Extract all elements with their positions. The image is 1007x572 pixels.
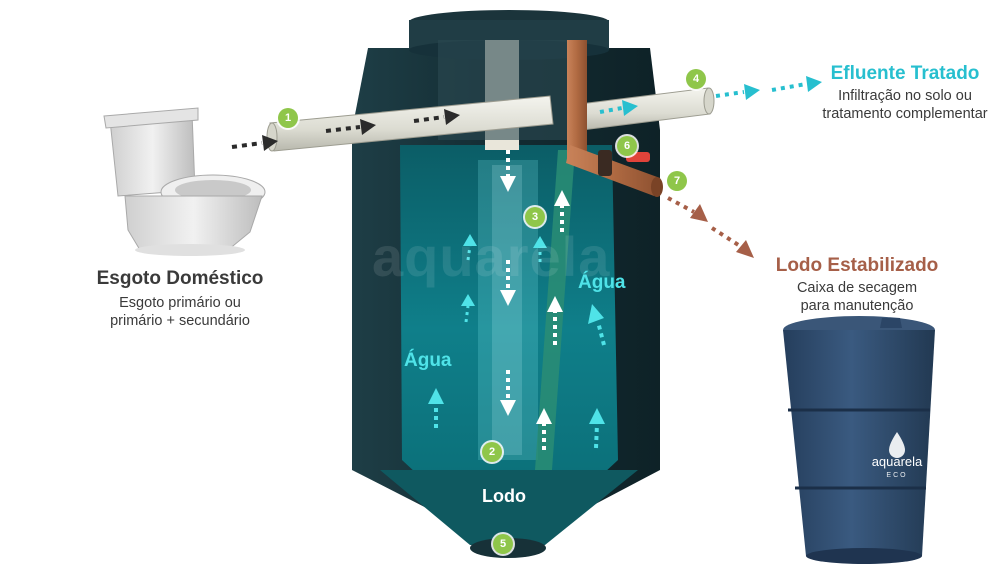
source-title: Esgoto Doméstico <box>96 268 264 289</box>
tank-watermark: aquarela <box>372 225 611 288</box>
source-label: Esgoto Doméstico Esgoto primário ou prim… <box>80 268 280 330</box>
effluent-subtitle-line1: Infiltração no solo ou <box>838 88 972 104</box>
step-badge-4: 4 <box>686 69 706 89</box>
water-rise-arrows <box>428 234 606 449</box>
water-label-right: Água <box>578 272 626 293</box>
sludge-subtitle-line1: Caixa de secagem <box>796 280 918 296</box>
inflow-arrows <box>231 109 460 151</box>
down-flow-arrows <box>500 150 516 416</box>
drying-box-brand-name: aquarela <box>871 454 923 469</box>
step-badge-7: 7 <box>667 171 687 191</box>
effluent-title: Efluente Tratado <box>830 63 980 84</box>
step-badge-2: 2 <box>482 442 502 462</box>
brand-drop-icon <box>889 432 905 458</box>
effluent-label: Efluente Tratado Infiltração no solo ou … <box>805 63 1005 123</box>
sludge-label: Lodo Estabilizado Caixa de secagem para … <box>757 255 957 315</box>
effluent-flow-arrows <box>599 76 822 116</box>
sludge-zone-label: Lodo <box>482 486 526 506</box>
step-badge-5: 5 <box>493 534 513 554</box>
drying-box-brand: aquarela ECO <box>855 455 939 483</box>
step-badge-6: 6 <box>617 136 637 156</box>
water-label-left: Água <box>404 350 452 371</box>
sludge-flow-arrows <box>667 196 754 258</box>
effluent-subtitle-line2: tratamento complementar <box>822 106 988 122</box>
source-subtitle-line1: Esgoto primário ou <box>119 295 241 311</box>
source-subtitle-line2: primário + secundário <box>110 313 250 329</box>
sludge-title: Lodo Estabilizado <box>775 255 939 276</box>
drying-box <box>783 316 935 564</box>
sludge-subtitle-line2: para manutenção <box>800 298 914 314</box>
up-flow-arrows <box>536 190 570 450</box>
step-badge-1: 1 <box>278 108 298 128</box>
toilet-illustration <box>103 107 266 256</box>
drying-box-brand-suffix: ECO <box>886 472 908 479</box>
step-badge-3: 3 <box>525 207 545 227</box>
sludge-outlet-pipe <box>566 40 663 197</box>
